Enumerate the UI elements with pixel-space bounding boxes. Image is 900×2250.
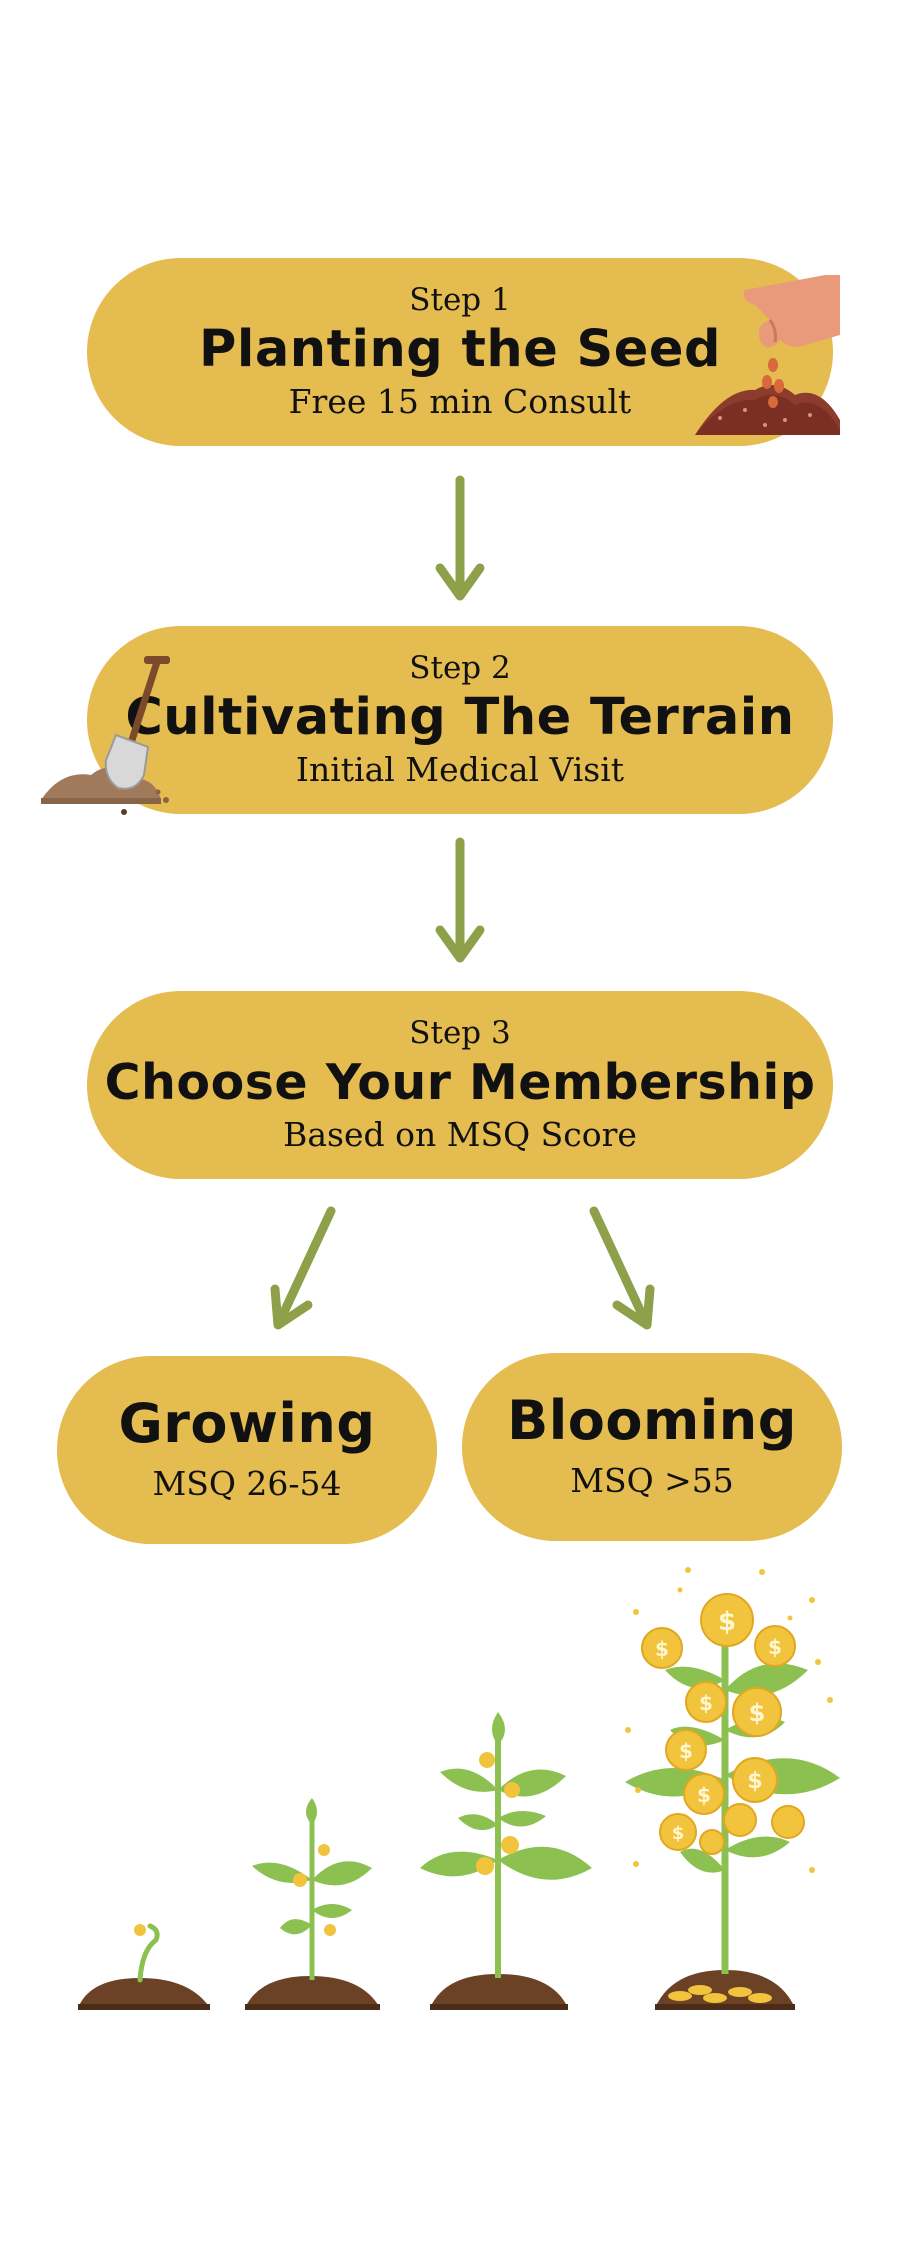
step-2-subtitle: Initial Medical Visit [295, 750, 625, 789]
step-1-title: Planting the Seed [199, 320, 721, 379]
svg-text:$: $ [679, 1739, 693, 1763]
membership-blooming-title: Blooming [507, 1389, 797, 1452]
membership-growing-title: Growing [118, 1392, 376, 1455]
arrow-down-icon [435, 837, 485, 963]
svg-text:$: $ [697, 1783, 711, 1807]
step-3-subtitle: Based on MSQ Score [283, 1115, 637, 1154]
seedling-icon [78, 1923, 210, 2010]
sprout-icon [245, 1798, 380, 2010]
membership-growing-subtitle: MSQ 26-54 [152, 1464, 342, 1503]
step-1-subtitle: Free 15 min Consult [288, 382, 632, 421]
svg-text:$: $ [672, 1823, 685, 1844]
svg-text:$: $ [768, 1635, 782, 1659]
arrow-down-right-icon [589, 1206, 655, 1330]
plant-growth-illustration: $$ $$ $$ $$ $ [78, 1567, 840, 2010]
step-1-label: Step 1 [409, 282, 511, 318]
svg-text:$: $ [718, 1607, 736, 1637]
step-2-label: Step 2 [409, 650, 511, 686]
arrow-down-icon [435, 475, 485, 601]
step-3-card: Step 3 Choose Your Membership Based on M… [87, 991, 833, 1179]
svg-text:$: $ [749, 1699, 766, 1727]
money-tree-icon: $$ $$ $$ $$ $ [625, 1567, 840, 2010]
young-plant-icon [420, 1712, 592, 2010]
membership-growing-card: Growing MSQ 26-54 [57, 1356, 437, 1544]
step-2-title: Cultivating The Terrain [125, 688, 795, 747]
shovel-in-dirt-icon [41, 656, 170, 815]
step-2-card: Step 2 Cultivating The Terrain Initial M… [87, 626, 833, 814]
membership-blooming-card: Blooming MSQ >55 [462, 1353, 842, 1541]
step-3-title: Choose Your Membership [104, 1054, 816, 1111]
step-1-card: Step 1 Planting the Seed Free 15 min Con… [87, 258, 833, 446]
svg-text:$: $ [699, 1691, 713, 1715]
svg-text:$: $ [655, 1637, 669, 1661]
hand-planting-seed-icon [695, 275, 840, 435]
svg-text:$: $ [747, 1769, 762, 1794]
arrow-down-left-icon [270, 1206, 336, 1330]
step-3-label: Step 3 [409, 1015, 511, 1051]
membership-blooming-subtitle: MSQ >55 [570, 1461, 734, 1500]
